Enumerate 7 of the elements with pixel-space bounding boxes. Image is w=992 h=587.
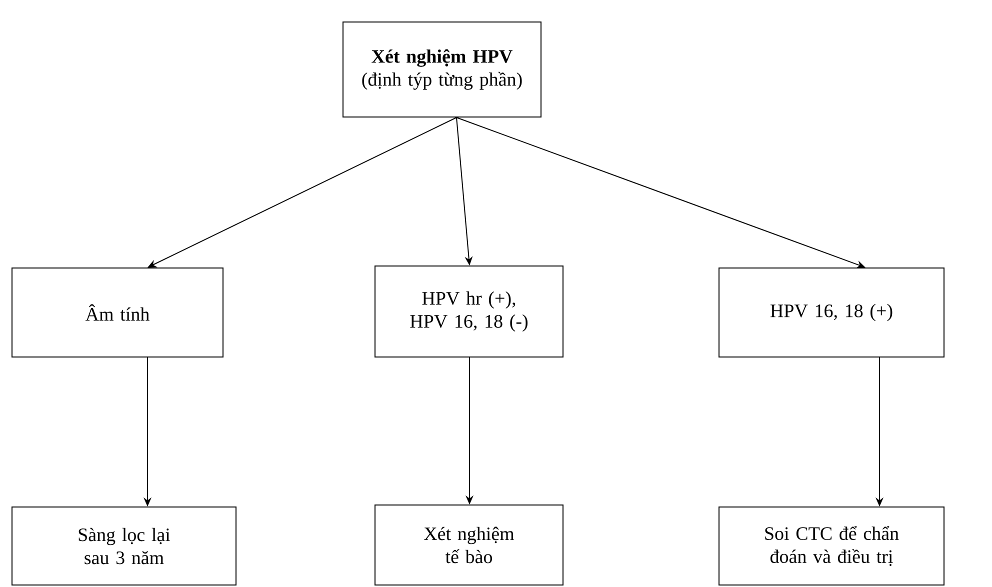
process-box: Xét nghiệm HPV (định týp từng phần) [342, 22, 542, 118]
process-box: HPV hr (+), HPV 16, 18 (-) [374, 266, 564, 358]
process-box: HPV 16, 18 (+) [718, 268, 944, 358]
process-box: Âm tính [12, 268, 224, 358]
process-box: Sàng lọc lại sau 3 năm [12, 506, 236, 586]
process-box: Xét nghiệm tế bào [374, 504, 564, 586]
process-box: Soi CTC để chẩn đoán và điều trị [718, 506, 944, 586]
